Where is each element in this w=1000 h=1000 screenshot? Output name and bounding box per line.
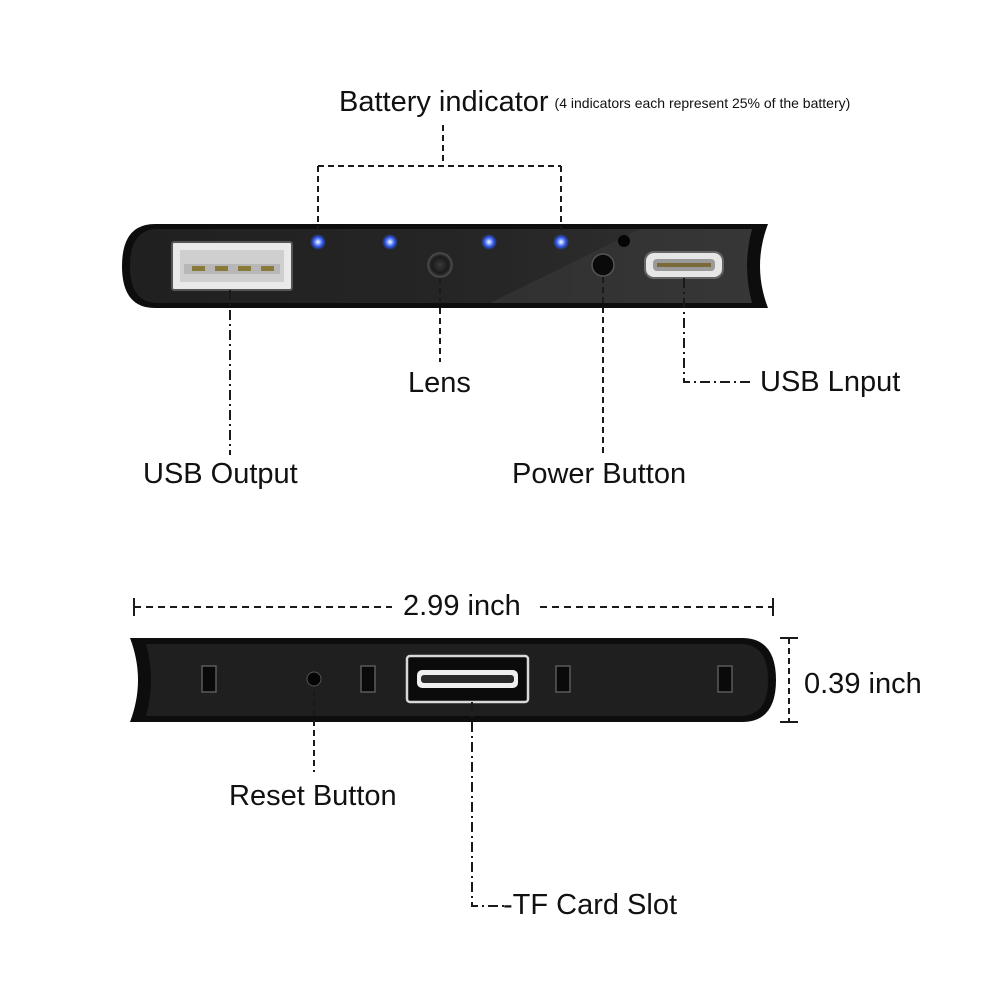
indicator-hole <box>618 235 630 247</box>
vent-slot <box>360 665 376 693</box>
width-dimension-label: 2.99 inch <box>403 590 521 622</box>
reset-button-hole <box>306 671 322 687</box>
battery-led-4 <box>553 234 569 250</box>
battery-indicator-title: Battery indicator <box>339 86 549 118</box>
vent-slot <box>717 665 733 693</box>
tf-card-slot-label: -TF Card Slot <box>503 889 678 921</box>
power-button <box>591 253 615 277</box>
battery-led-1 <box>310 234 326 250</box>
vent-slots <box>201 665 733 693</box>
bottom-leader-lines <box>133 598 798 907</box>
usb-output-label: USB Output <box>143 458 298 490</box>
reset-button-label: Reset Button <box>229 780 397 812</box>
battery-indicator-label: Battery indicator (4 indicators each repr… <box>339 88 850 117</box>
usb-input-label: USB Lnput <box>760 366 901 398</box>
power-button-label: Power Button <box>512 458 687 490</box>
lens-label: Lens <box>408 367 471 399</box>
vent-slot <box>555 665 571 693</box>
battery-led-3 <box>481 234 497 250</box>
height-dimension-label: 0.39 inch <box>804 668 922 700</box>
vent-slot <box>201 665 217 693</box>
usb-output-port <box>171 241 293 291</box>
battery-indicator-note: (4 indicators each represent 25% of the … <box>554 95 851 111</box>
usb-input-port <box>644 251 724 279</box>
tf-card-slot <box>405 654 530 704</box>
lens <box>427 252 453 278</box>
battery-leds <box>310 234 569 250</box>
battery-led-2 <box>382 234 398 250</box>
top-leader-lines <box>229 125 752 455</box>
